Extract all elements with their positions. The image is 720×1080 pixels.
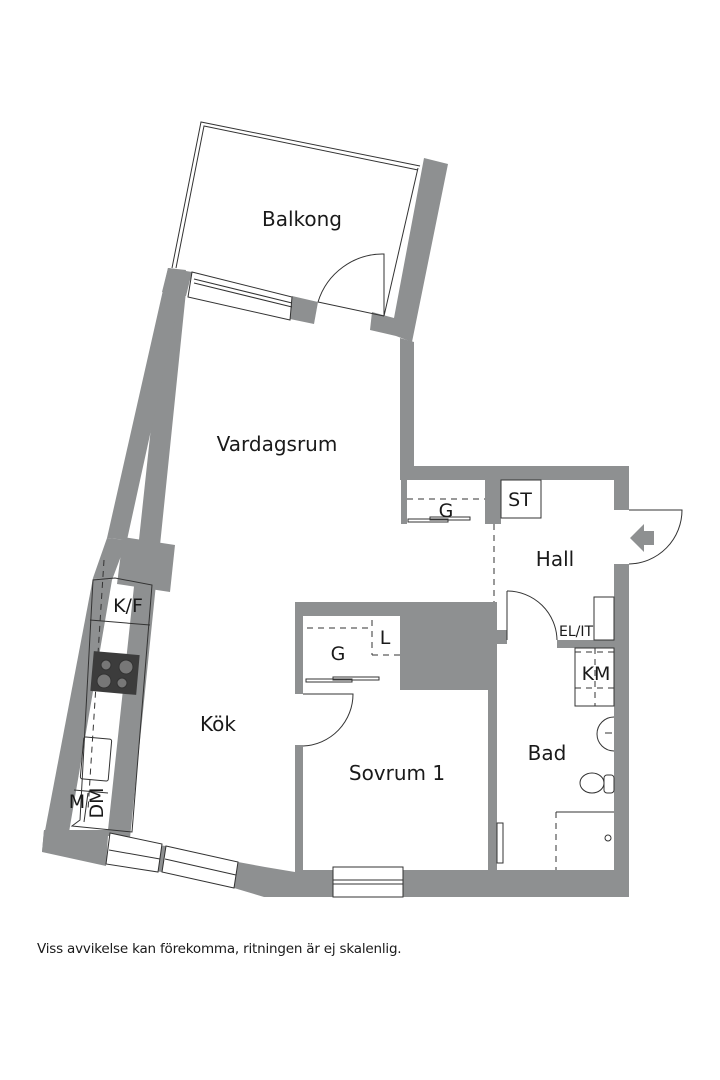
room-label-sovrum1: Sovrum 1	[349, 761, 445, 785]
hall-closets	[407, 479, 615, 641]
fixture-label-kf: K/F	[113, 595, 143, 617]
fixture-label-el-it: EL/IT	[559, 624, 593, 640]
fixture-label-dm: DM	[86, 787, 108, 818]
balcony-outline	[171, 121, 421, 317]
room-label-hall: Hall	[536, 547, 574, 571]
doors	[302, 253, 683, 747]
room-label-vardagsrum: Vardagsrum	[217, 432, 338, 456]
room-label-balkong: Balkong	[262, 207, 342, 231]
room-label-kok: Kök	[200, 712, 236, 736]
fixture-label-l: L	[380, 627, 391, 649]
windows	[105, 271, 504, 898]
fixture-label-m: M	[69, 791, 85, 813]
bathroom-fixtures	[555, 647, 615, 870]
entrance-arrow-icon	[630, 524, 654, 552]
fixture-label-st: ST	[508, 489, 532, 511]
fixture-label-g-hall: G	[439, 500, 454, 522]
sovrum-closets	[305, 620, 400, 683]
disclaimer-text: Viss avvikelse kan förekomma, ritningen …	[37, 941, 402, 957]
kitchen-counter	[70, 559, 153, 833]
fixture-label-g-sovrum: G	[331, 643, 346, 665]
fixture-label-km: KM	[582, 663, 611, 685]
room-label-bad: Bad	[528, 741, 567, 765]
walls	[42, 158, 629, 897]
